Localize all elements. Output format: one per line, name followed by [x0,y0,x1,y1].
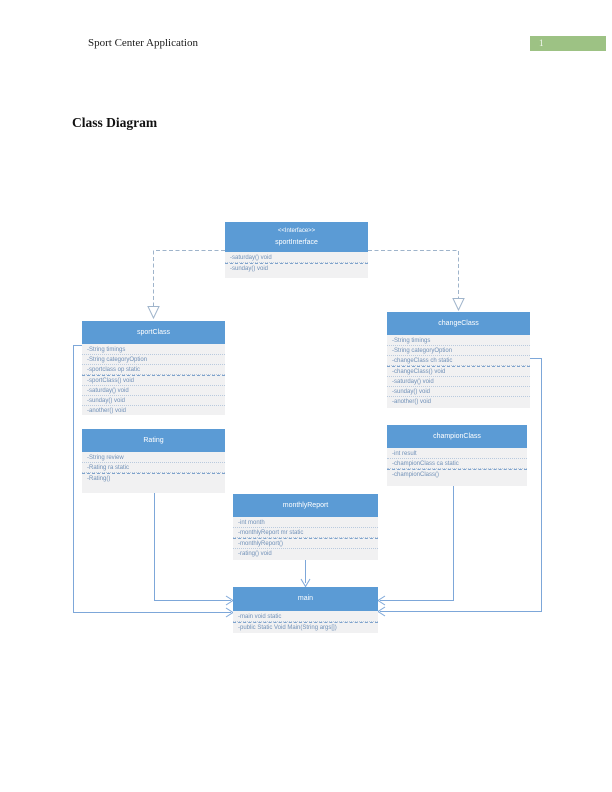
class-member: -championClass ca static [387,459,527,469]
class-members: -saturday() void -sunday() void [225,252,368,274]
page-number-badge: 1 [530,36,606,51]
class-members: -main void static -public Static Void Mai… [233,611,378,633]
class-member: -sunday() void [387,387,530,397]
class-box-main: main -main void static -public Static Voi… [233,587,378,633]
page-title: Class Diagram [72,115,158,130]
class-member: -changeClass ch static [387,356,530,366]
class-member: -another() void [87,408,127,414]
document-header-title: Sport Center Application [88,37,198,49]
class-box-championclass: championClass -int result-championClass … [387,425,527,486]
class-member: -Rating ra static [82,463,225,473]
class-member: -saturday() void [225,253,368,263]
class-members: -int result-championClass ca static -cham… [387,448,527,480]
class-member: -String categoryOption [387,346,530,356]
class-header: main [233,587,378,611]
class-header: changeClass [387,312,530,335]
class-member: -Rating() [87,476,111,482]
class-member: -int month [233,518,378,528]
class-member: -int result [387,449,527,459]
class-name: sportInterface [275,239,318,246]
class-member: -sunday() void [230,266,269,272]
class-member: -another() void [392,399,432,405]
class-member: -String timings [82,345,225,355]
section-divider [387,469,527,470]
class-member: -championClass() [392,472,440,478]
class-header: sportClass [82,321,225,344]
class-header: Rating [82,429,225,452]
class-member: -String review [82,453,225,463]
dependency-line-rating-main [154,493,234,606]
class-member: -sportClass() void [82,376,225,386]
realization-line-changeclass [368,250,465,312]
class-members: -String review-Rating ra static -Rating() [82,452,225,484]
dependency-line-changeclass-main [377,358,542,617]
realization-line-sportclass [147,250,225,320]
class-member: -main void static [233,612,378,622]
class-member: -sportclass op static [82,365,225,375]
class-member: -rating() void [238,551,272,557]
class-header: championClass [387,425,527,448]
class-stereotype: <<Interface>> [277,228,316,234]
class-member: -saturday() void [82,386,225,396]
section-divider [387,366,530,367]
class-member: -String categoryOption [82,355,225,365]
class-header: <<Interface>> sportInterface [225,222,368,252]
class-box-sportclass: sportClass -String timings-String catego… [82,321,225,415]
class-members: -int month-monthlyReport mr static-month… [233,517,378,559]
class-box-monthlyreport: monthlyReport -int month-monthlyReport m… [233,494,378,560]
class-members: -String timings-String categoryOption-ch… [387,335,530,407]
class-box-sportinterface: <<Interface>> sportInterface -saturday()… [225,222,368,278]
class-member: -saturday() void [387,377,530,387]
class-member: -String timings [387,336,530,346]
dependency-line-monthlyreport-main [300,560,311,588]
class-members: -String timings-String categoryOption-sp… [82,344,225,415]
dependency-line-championclass-main [377,486,454,606]
section-divider [233,622,378,623]
section-divider [82,375,225,376]
class-header: monthlyReport [233,494,378,517]
class-box-rating: Rating -String review-Rating ra static -R… [82,429,225,493]
class-box-changeclass: changeClass -String timings-String categ… [387,312,530,408]
section-divider [225,263,368,264]
class-member: -monthlyReport mr static [233,528,378,538]
class-member: -public Static Void Main(String args[]) [238,625,337,631]
section-divider [82,473,225,474]
class-member: -monthlyReport() [233,539,378,549]
class-member: -sunday() void [82,396,225,406]
class-member: -changeClass() void [387,367,530,377]
section-divider [233,538,378,539]
